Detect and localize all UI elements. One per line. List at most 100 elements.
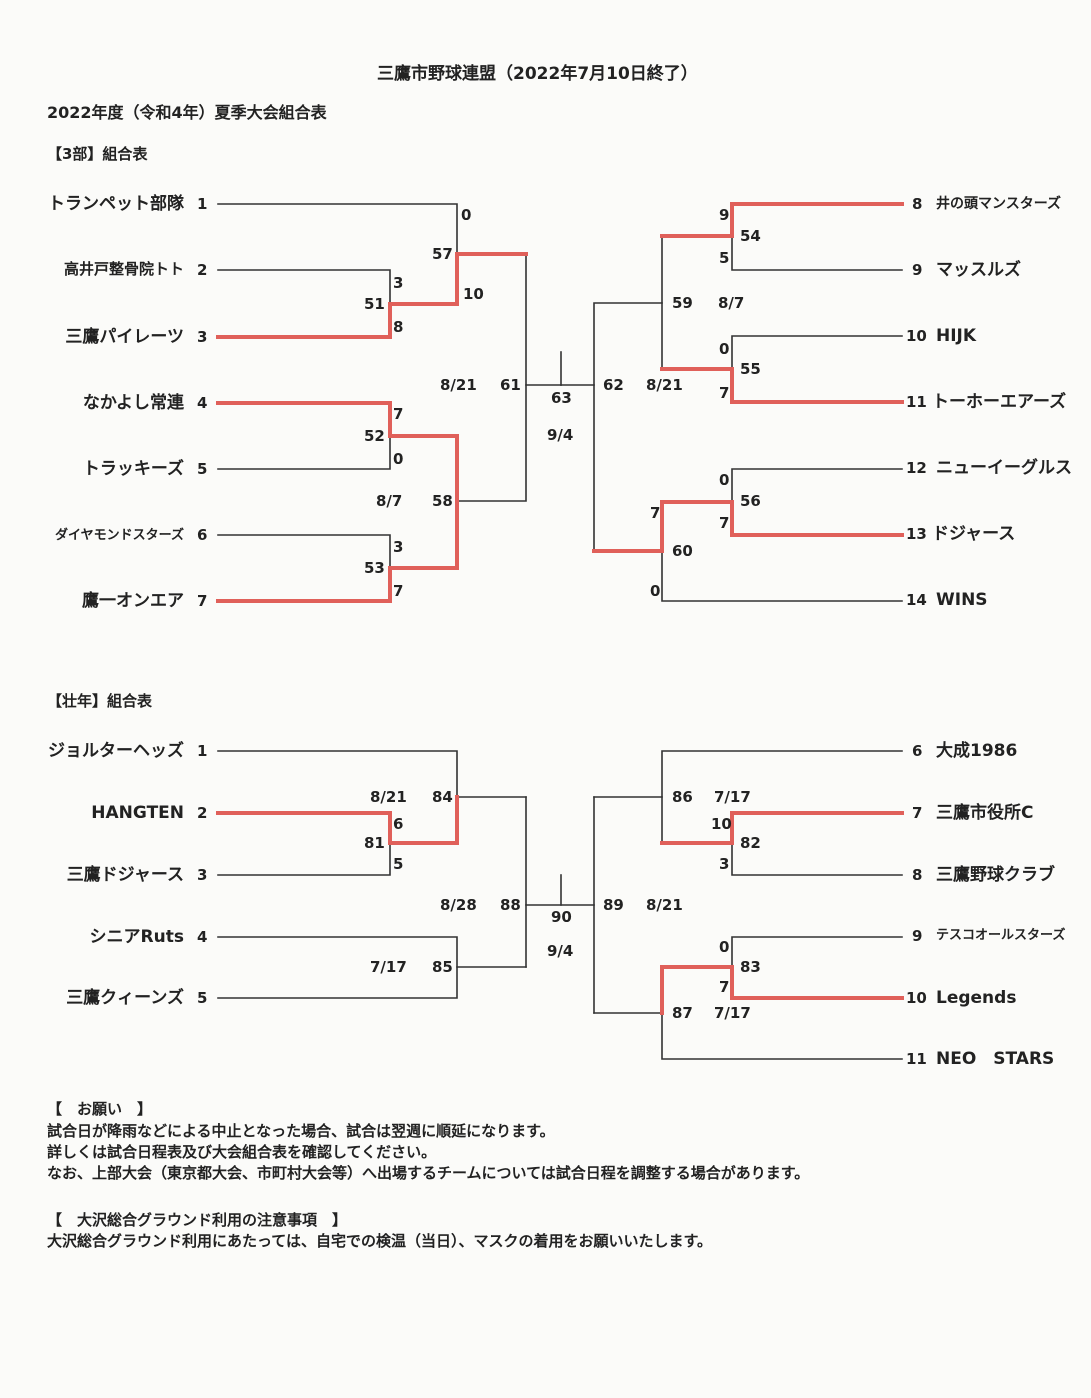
game-date: 7/17 — [370, 958, 407, 976]
game-number: 84 — [432, 788, 453, 806]
score-label: 9 — [719, 206, 730, 224]
ground-line: 大沢総合グラウンド利用にあたっては、自宅での検温（当日）、マスクの着用をお願いい… — [47, 1232, 712, 1250]
team-seed: 7 — [197, 592, 208, 610]
request-line: なお、上部大会（東京都大会、市町村大会等）へ出場するチームについては試合日程を調… — [47, 1164, 810, 1182]
score-label: 0 — [393, 450, 404, 468]
section-3-heading: 【3部】組合表 — [47, 145, 148, 163]
team-seed: 9 — [912, 927, 923, 945]
score-label: 3 — [719, 855, 730, 873]
team-seed: 4 — [197, 394, 208, 412]
game-date: 8/21 — [646, 376, 683, 394]
document-title: 三鷹市野球連盟（2022年7月10日終了） — [377, 64, 698, 84]
game-number: 62 — [603, 376, 624, 394]
team-name: HANGTEN — [91, 803, 184, 823]
team-seed: 6 — [197, 526, 208, 544]
score-label: 5 — [393, 855, 404, 873]
team-name: トラッキーズ — [82, 459, 184, 479]
game-number: 89 — [603, 896, 624, 914]
team-name: テスコオールスターズ — [936, 928, 1066, 943]
ground-heading: 【 大沢総合グラウンド利用の注意事項 】 — [47, 1211, 348, 1229]
game-date: 8/7 — [376, 492, 403, 510]
team-seed: 8 — [912, 195, 923, 213]
game-number: 55 — [740, 360, 761, 378]
score-label: 7 — [719, 384, 730, 402]
team-name: 三鷹ドジャース — [66, 865, 184, 885]
team-name: トランペット部隊 — [48, 194, 184, 214]
game-date: 8/28 — [440, 896, 477, 914]
team-seed: 5 — [197, 989, 208, 1007]
team-name: なかよし常連 — [82, 393, 184, 413]
score-label: 7 — [393, 405, 404, 423]
team-name: トーホーエアーズ — [932, 392, 1067, 412]
game-number: 59 — [672, 294, 693, 312]
team-name: 大成1986 — [936, 741, 1018, 761]
score-label: 0 — [719, 471, 730, 489]
team-name: 三鷹クィーンズ — [66, 988, 184, 1008]
game-number: 86 — [672, 788, 693, 806]
team-seed: 13 — [906, 525, 927, 543]
score-label: 8 — [393, 318, 404, 336]
team-seed: 9 — [912, 261, 923, 279]
team-name: HIJK — [936, 326, 977, 346]
document-subtitle: 2022年度（令和4年）夏季大会組合表 — [47, 103, 327, 122]
final-game-number: 90 — [551, 908, 572, 926]
team-seed: 1 — [197, 195, 208, 213]
team-name: WINS — [936, 590, 988, 610]
game-number: 53 — [364, 559, 385, 577]
score-label: 5 — [719, 249, 730, 267]
request-line: 詳しくは試合日程表及び大会組合表を確認してください。 — [47, 1143, 437, 1161]
team-name: 三鷹野球クラブ — [936, 865, 1055, 885]
team-name: マッスルズ — [936, 260, 1021, 280]
score-label: 10 — [711, 815, 732, 833]
team-seed: 2 — [197, 804, 208, 822]
request-line: 試合日が降雨などによる中止となった場合、試合は翌週に順延になります。 — [47, 1122, 555, 1140]
team-seed: 11 — [906, 393, 927, 411]
game-number: 87 — [672, 1004, 693, 1022]
team-seed: 8 — [912, 866, 923, 884]
game-date: 7/17 — [714, 788, 751, 806]
team-seed: 12 — [906, 459, 927, 477]
game-date: 7/17 — [714, 1004, 751, 1022]
final-game-date: 9/4 — [547, 426, 574, 444]
score-label: 7 — [393, 582, 404, 600]
team-seed: 10 — [906, 327, 927, 345]
team-seed: 14 — [906, 591, 927, 609]
score-label: 6 — [393, 815, 404, 833]
game-number: 60 — [672, 542, 693, 560]
score-label: 3 — [393, 538, 404, 556]
game-number: 88 — [500, 896, 521, 914]
game-date: 8/21 — [440, 376, 477, 394]
section-masters-heading: 【壮年】組合表 — [47, 692, 153, 710]
team-seed: 7 — [912, 804, 923, 822]
game-date: 8/7 — [718, 294, 745, 312]
team-name: Legends — [936, 988, 1017, 1008]
score-label: 0 — [461, 206, 472, 224]
score-label: 7 — [719, 978, 730, 996]
game-number: 83 — [740, 958, 761, 976]
game-date: 8/21 — [370, 788, 407, 806]
score-label: 10 — [463, 285, 484, 303]
team-seed: 4 — [197, 928, 208, 946]
team-name: 三鷹市役所C — [936, 803, 1034, 823]
request-heading: 【 お願い 】 — [47, 1100, 153, 1118]
team-seed: 6 — [912, 742, 923, 760]
team-seed: 3 — [197, 328, 208, 346]
team-name: 三鷹パイレーツ — [65, 327, 184, 347]
score-label: 0 — [719, 938, 730, 956]
team-name: ドジャース — [932, 524, 1016, 544]
final-game-date: 9/4 — [547, 942, 574, 960]
score-label: 0 — [650, 582, 661, 600]
game-number: 54 — [740, 227, 761, 245]
score-label: 7 — [650, 504, 661, 522]
score-label: 7 — [719, 514, 730, 532]
team-seed: 5 — [197, 460, 208, 478]
team-name: NEO STARS — [936, 1049, 1055, 1069]
game-number: 81 — [364, 834, 385, 852]
team-name: 鷹一オンエア — [82, 591, 184, 611]
game-number: 82 — [740, 834, 761, 852]
team-name: ニューイーグルス — [936, 458, 1072, 478]
team-name: シニアRuts — [89, 927, 184, 947]
team-seed: 11 — [906, 1050, 927, 1068]
team-name: 井の頭マンスターズ — [936, 196, 1062, 212]
